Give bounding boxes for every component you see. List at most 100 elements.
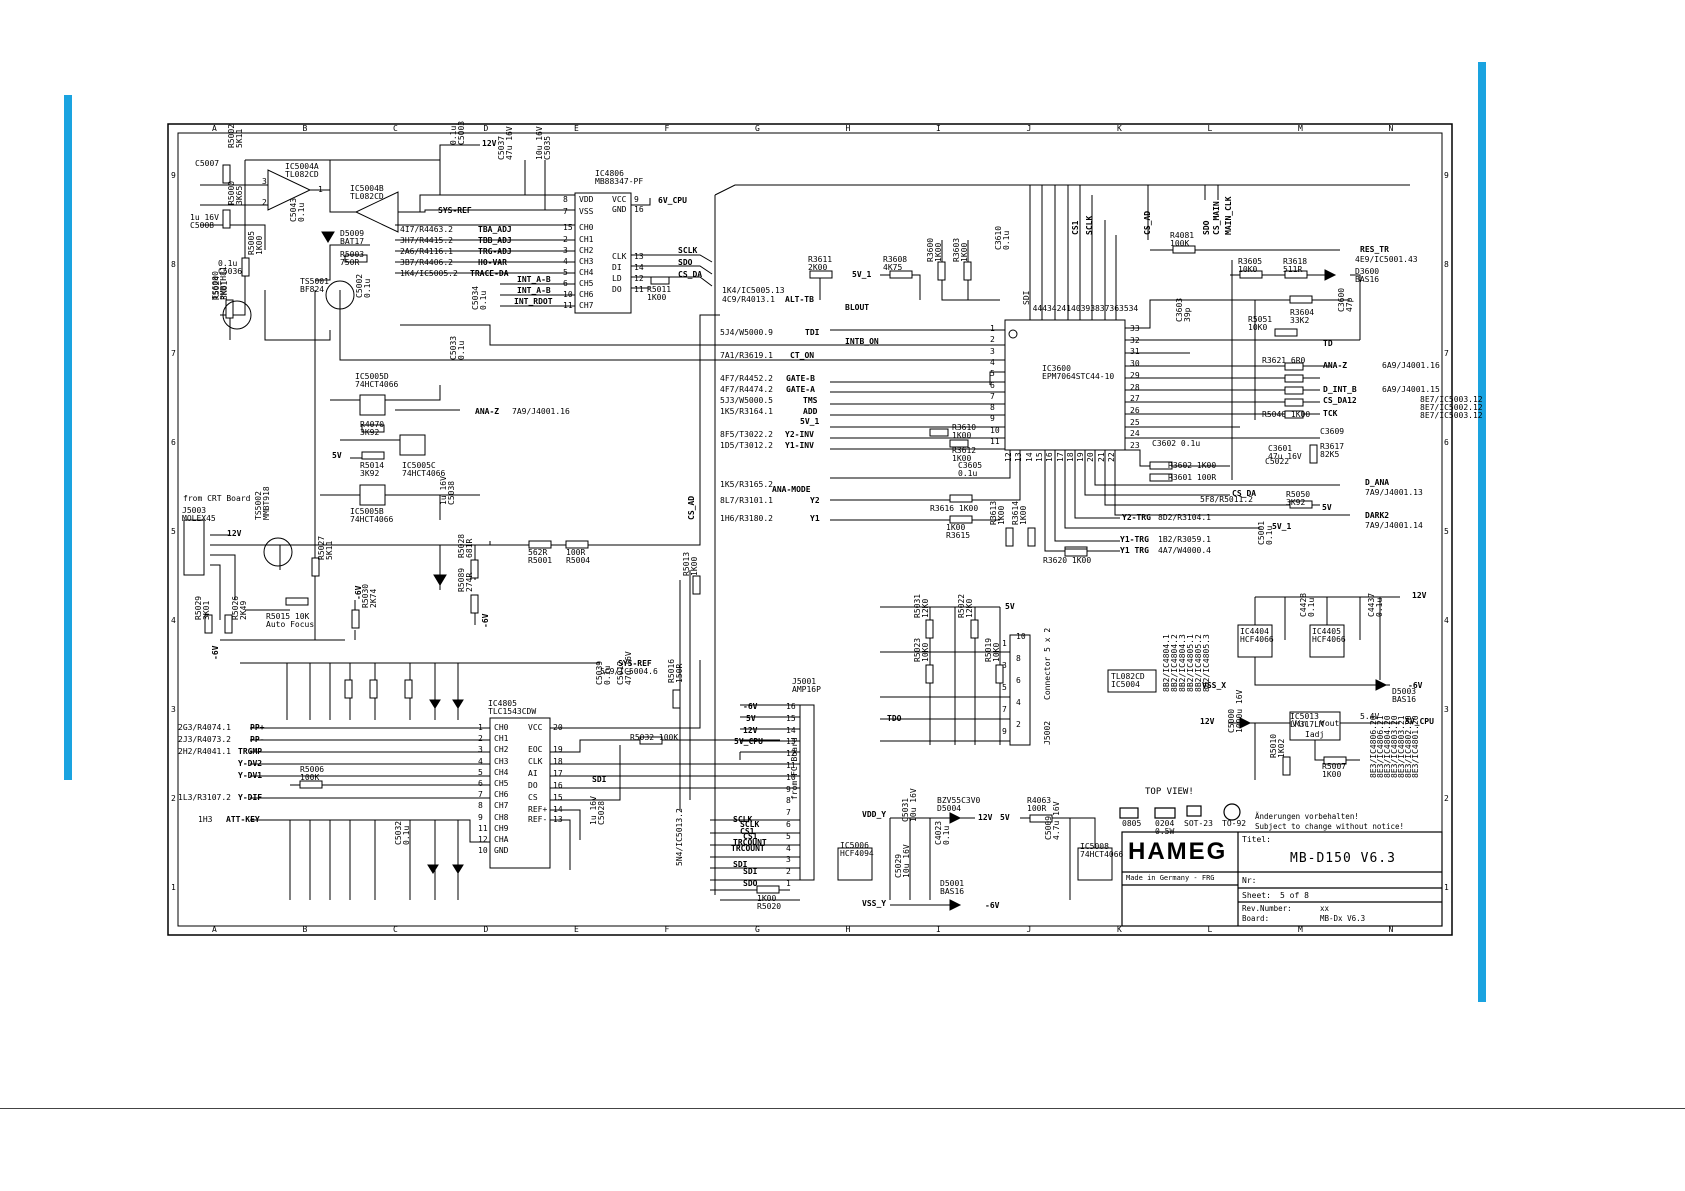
- ic4805-body: [489, 717, 551, 869]
- r5030-body: [351, 609, 360, 629]
- board-label: Board:: [1242, 914, 1270, 923]
- r3614-body: [1027, 527, 1036, 547]
- sheet-label: Sheet:: [1242, 891, 1271, 900]
- d3018-symbol: [427, 864, 439, 874]
- r5027-body: [311, 557, 320, 577]
- ic5013-body: [1289, 711, 1341, 741]
- top-view-label: TOP VIEW!: [1145, 787, 1194, 797]
- r3613-body: [1005, 527, 1014, 547]
- r5019-body: [995, 664, 1004, 684]
- r4070-body: [361, 424, 385, 433]
- r5022-body: [970, 619, 979, 639]
- notice-de: Änderungen vorbehalten!: [1255, 812, 1359, 821]
- r5014-body: [361, 451, 385, 460]
- r5007-body: [1323, 756, 1347, 765]
- r5024-body: [225, 299, 234, 319]
- r5031-body: [925, 619, 934, 639]
- j5002-label: J5002: [1043, 720, 1052, 745]
- r3601-body: [1149, 473, 1173, 482]
- r4063-body: [1029, 814, 1053, 823]
- nr-label: Nr:: [1242, 876, 1257, 885]
- notice-en: Subject to change without notice!: [1255, 822, 1405, 831]
- r5010-body: [1282, 756, 1291, 776]
- r40yy-body: [1284, 398, 1304, 407]
- d5004-symbol: [949, 812, 962, 824]
- r5013-body: [692, 575, 701, 595]
- r3615-body: [949, 515, 973, 524]
- ic5005c-switch: [399, 434, 426, 456]
- r5026-body: [224, 614, 233, 634]
- right-bottom-parts: [925, 548, 1388, 911]
- r5051-body: [1274, 328, 1298, 337]
- r3600-body: [937, 261, 946, 281]
- ts5001-symbol: [325, 280, 355, 310]
- r3620-body2: [1064, 548, 1088, 557]
- j5003-body: [183, 519, 205, 576]
- ic5008-body: [1077, 847, 1113, 881]
- d5001-symbol: [949, 899, 962, 911]
- r3603-body: [963, 261, 972, 281]
- r40xx-body: [1284, 386, 1304, 395]
- r3612-body: [949, 439, 969, 448]
- r4081-body: [1172, 245, 1196, 254]
- ts5002-symbol: [263, 537, 293, 567]
- ic3600-section: [714, 184, 1410, 895]
- r5028-body: [470, 559, 479, 579]
- r3602-body: [1149, 461, 1173, 470]
- ic4405-body: [1309, 624, 1345, 658]
- title-block: [1119, 803, 1443, 927]
- d5025-symbol: [452, 699, 464, 709]
- r5042-body: [369, 679, 378, 699]
- r4081b-body: [1284, 374, 1304, 383]
- ic5005d-switch: [359, 394, 386, 416]
- connector-label: Connector 5 x 2: [1043, 627, 1052, 700]
- r3618-body: [1284, 270, 1308, 279]
- adc-section: [240, 570, 815, 901]
- r5006-body: [299, 780, 323, 789]
- r5041-body: [344, 679, 353, 699]
- j5002-body: [1009, 634, 1031, 746]
- drawing-frame: [167, 123, 1453, 936]
- sheet-value: 5 of 8: [1280, 891, 1309, 900]
- r5020-body: [756, 885, 780, 894]
- r3610-body: [929, 428, 949, 437]
- r5089-body: [470, 594, 479, 614]
- r5015-body: [285, 597, 309, 606]
- r5005-body: [241, 257, 250, 277]
- ic5006-body: [837, 847, 873, 881]
- adc-parts: [299, 679, 780, 894]
- r5003-body: [344, 254, 368, 263]
- d3011a-symbol: [429, 699, 441, 709]
- rev-label: Rev.Number:: [1242, 904, 1292, 913]
- ic3600-body: [1004, 319, 1126, 451]
- r3605-body: [1239, 270, 1263, 279]
- r3616-body: [949, 494, 973, 503]
- d5009-symbol: [321, 231, 335, 243]
- from-fc-label: from FC Board: [790, 737, 799, 800]
- ic5004a-opamp-symbol: [267, 169, 312, 211]
- ic5005b-switch: [359, 484, 386, 506]
- ic5004b-opamp-symbol: [354, 191, 399, 233]
- r5040-body: [1284, 410, 1304, 419]
- ic3600-parts: [809, 245, 1337, 555]
- left-parts: [183, 164, 701, 634]
- rev-value: xx: [1320, 904, 1330, 913]
- r5029-body: [204, 614, 213, 634]
- titel-value: MB-D150 V6.3: [1290, 851, 1396, 866]
- d5010-symbol: [433, 574, 447, 586]
- bottom-rule: [0, 1108, 1685, 1109]
- r5023-body: [925, 664, 934, 684]
- d3600-symbol: [1324, 269, 1337, 281]
- left-semis: [222, 231, 447, 586]
- hameg-logo: HAMEG: [1128, 838, 1228, 865]
- d5003-symbol: [1375, 679, 1388, 691]
- right-accent-bar: [1478, 62, 1486, 1002]
- r5000-body: [222, 209, 231, 229]
- r5001-body: [528, 540, 552, 549]
- ic4404-body: [1237, 624, 1273, 658]
- ic4806-body: [574, 192, 632, 314]
- d5026-symbol: [452, 864, 464, 874]
- left-accent-bar: [64, 95, 72, 780]
- r3604-body: [1289, 295, 1313, 304]
